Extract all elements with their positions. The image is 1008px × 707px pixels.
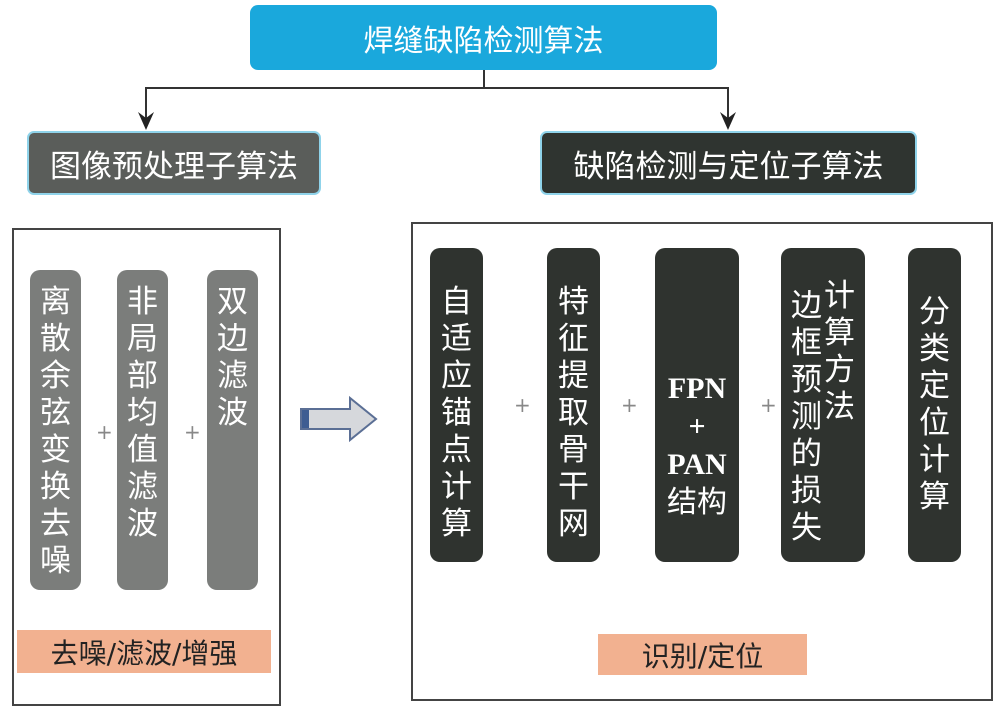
preprocess-result: 去噪/滤波/增强 [17, 630, 271, 673]
step-text: 特征提取骨干网 [558, 284, 589, 542]
connector-stem [483, 70, 485, 89]
detection-result: 识别/定位 [598, 634, 807, 675]
plus-sign: + [514, 393, 531, 417]
detection-panel [411, 222, 993, 701]
step-text: PAN [667, 448, 727, 481]
step-text: 双边滤波 [217, 284, 248, 431]
step-classify: 分类定位计算 [908, 248, 961, 562]
connector-left [145, 87, 147, 119]
connector-bar [145, 87, 729, 89]
step-backbone: 特征提取骨干网 [547, 248, 600, 562]
plus-sign: + [760, 393, 777, 417]
step-text: + [688, 410, 706, 443]
step-text: FPN [667, 372, 727, 405]
step-text: 计算方法 [824, 278, 855, 425]
step-text: 结构 [667, 485, 727, 520]
step-bilateral: 双边滤波 [207, 270, 258, 590]
step-nlm: 非局部均值滤波 [117, 270, 168, 590]
detection-node: 缺陷检测与定位子算法 [540, 131, 917, 195]
step-text: 自适应锚点计算 [441, 284, 472, 542]
step-dct: 离散余弦变换去噪 [30, 270, 81, 590]
step-anchor: 自适应锚点计算 [430, 248, 483, 562]
step-fpn-pan: FPN + PAN 结构 [655, 248, 739, 562]
arrow-down-icon [720, 112, 736, 130]
step-text: 离散余弦变换去噪 [40, 284, 71, 579]
arrow-right-icon [300, 395, 378, 443]
preprocess-panel [12, 228, 281, 706]
preprocess-node: 图像预处理子算法 [27, 131, 321, 195]
step-bbox-loss: 边框预测的损失 计算方法 [781, 248, 865, 562]
root-node: 焊缝缺陷检测算法 [250, 5, 717, 70]
arrow-down-icon [138, 112, 154, 130]
connector-right [727, 87, 729, 119]
step-text: 分类定位计算 [919, 294, 950, 515]
step-text: 边框预测的损失 [791, 288, 822, 546]
plus-sign: + [96, 420, 113, 444]
plus-sign: + [621, 393, 638, 417]
plus-sign: + [184, 420, 201, 444]
step-text: 非局部均值滤波 [127, 284, 158, 542]
